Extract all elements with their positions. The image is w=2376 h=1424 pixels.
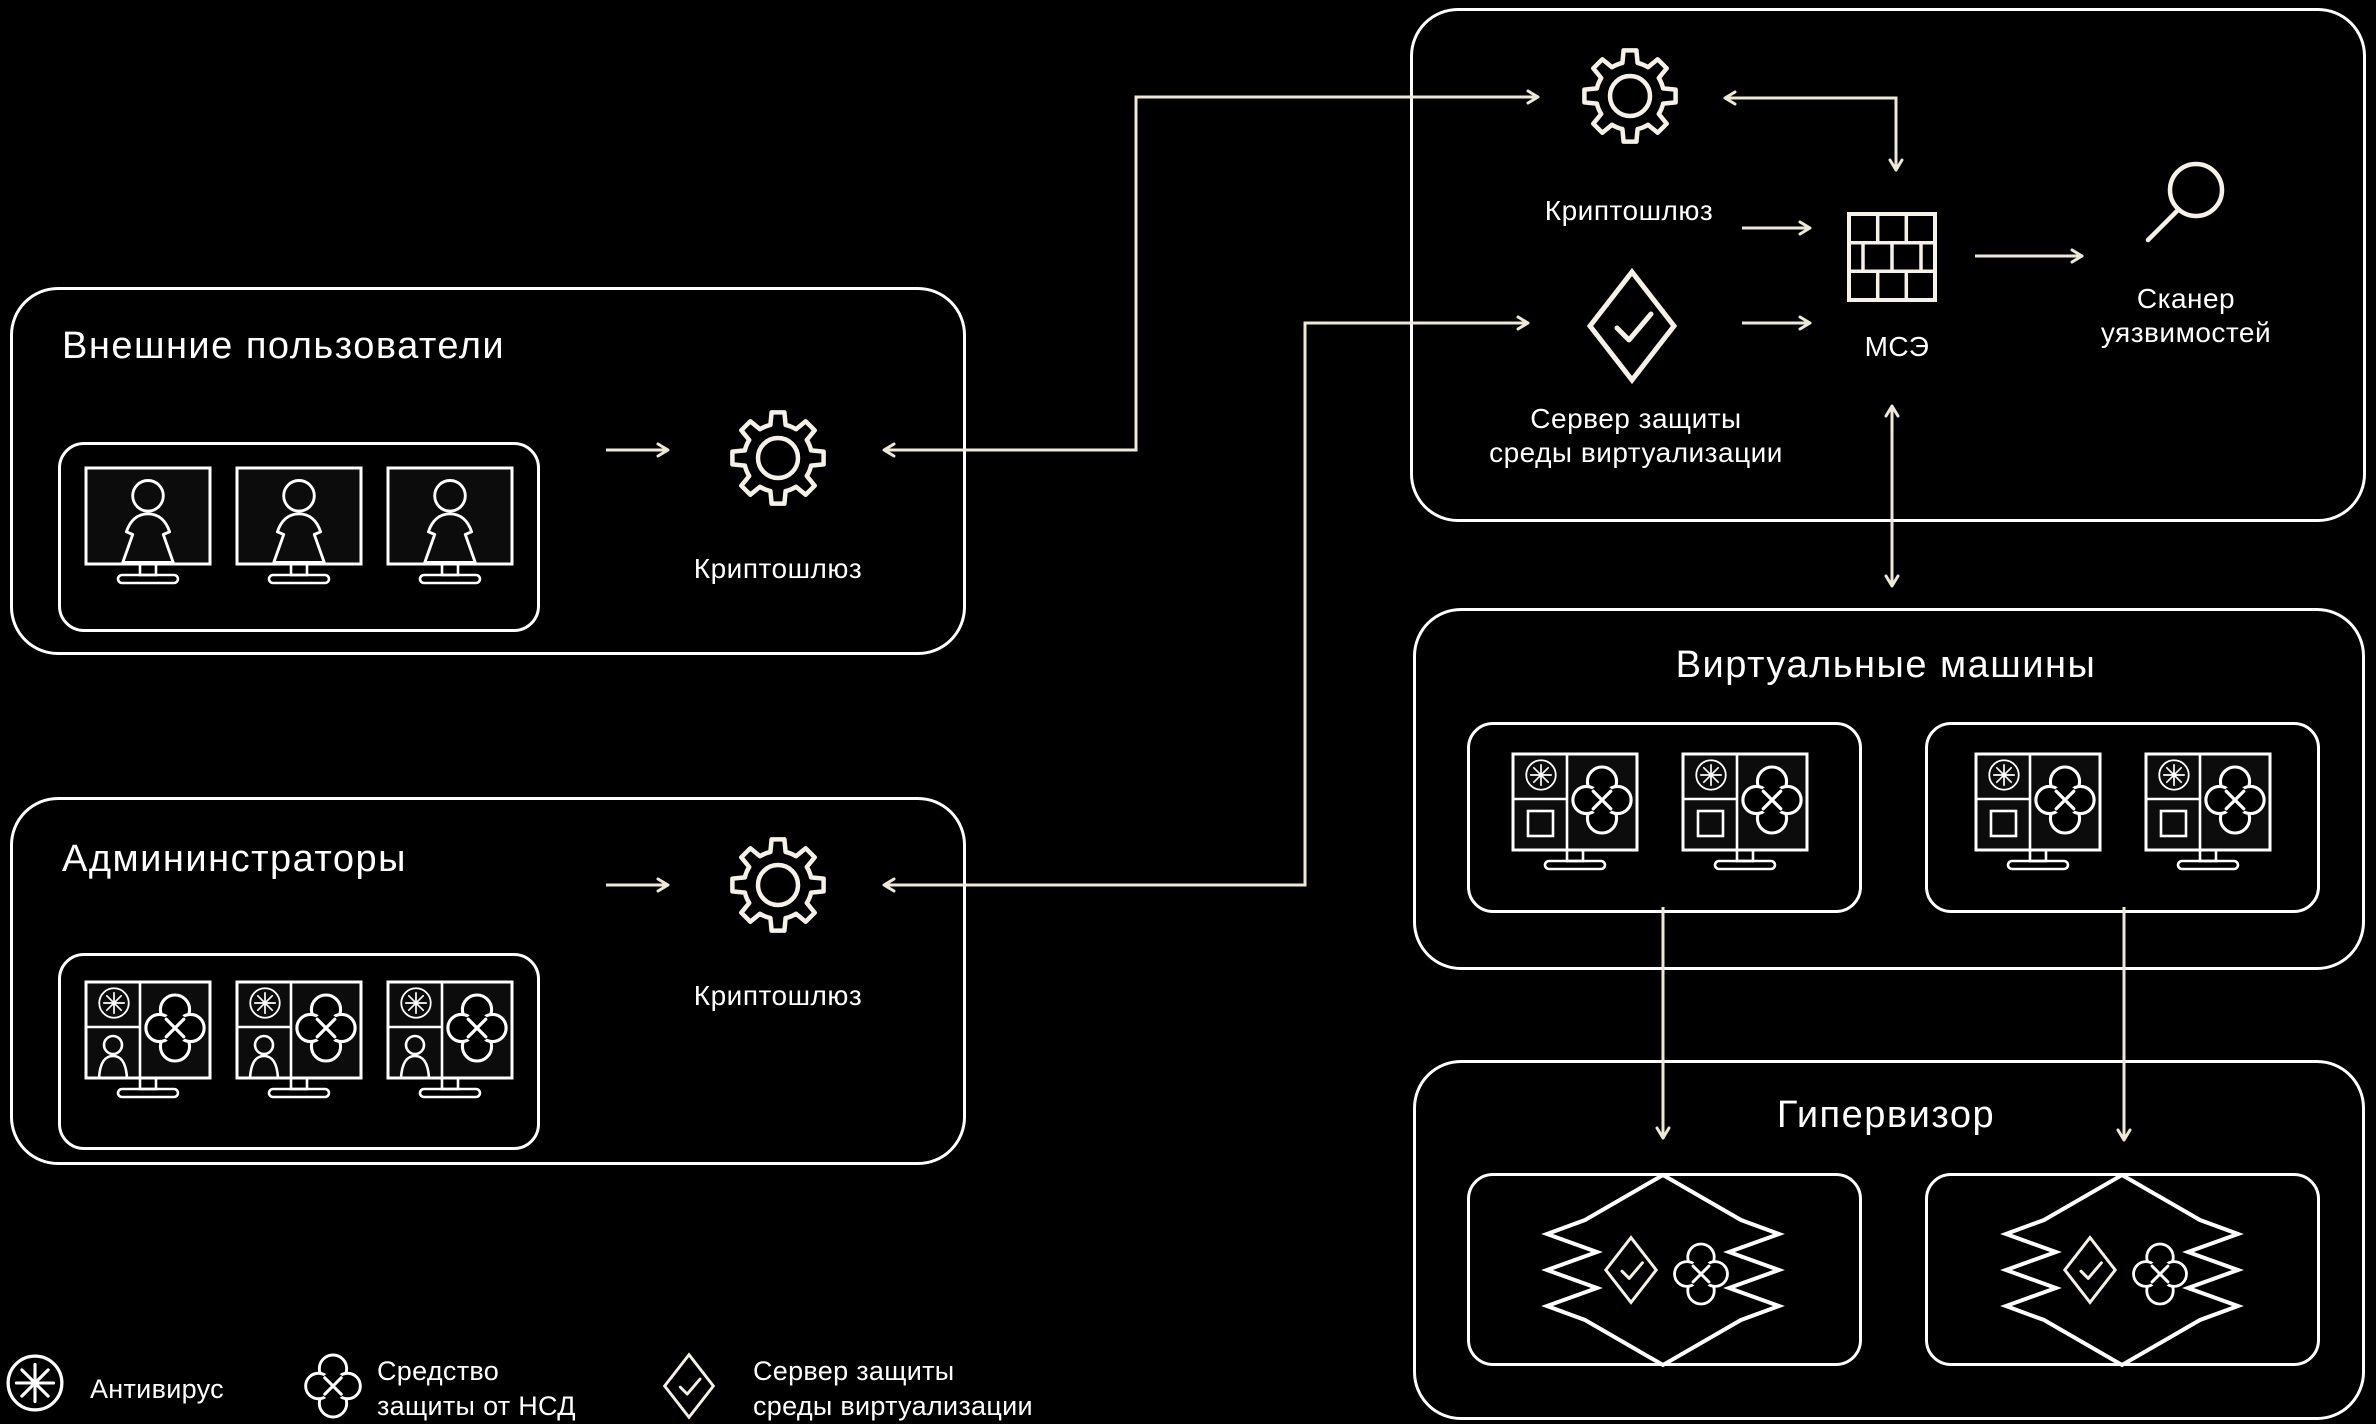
scanner-label-line1: Сканер <box>2136 283 2236 314</box>
legend-nsd-label-line2: защиты от НСД <box>377 1391 576 1422</box>
firewall-icon <box>1847 212 1937 302</box>
administrators-title: Админинстраторы <box>62 838 407 880</box>
legend-server-label: Сервер защиты среды виртуализации <box>753 1354 1033 1424</box>
administrators-workstations-group <box>58 953 540 1150</box>
protection-server-label-line2: среды виртуализации <box>1489 437 1783 469</box>
vulnerability-scanner-label: Сканер уязвимостей <box>2066 282 2306 350</box>
virtual-machine-icon <box>1968 750 2108 878</box>
external-users-title: Внешние пользователи <box>62 325 506 367</box>
protection-server-label: Сервер защиты среды виртуализации <box>1476 402 1796 470</box>
hypervisor-protection-icon <box>1997 1170 2247 1370</box>
virtualization-protection-server-icon <box>660 1350 718 1422</box>
external-users-workstations-group <box>58 442 540 632</box>
external-user-workstation-icon <box>380 464 520 592</box>
external-user-workstation-icon <box>78 464 218 592</box>
admin-workstation-icon <box>78 978 218 1106</box>
legend-server-label-line2: среды виртуализации <box>753 1391 1033 1422</box>
virtual-machines-title: Виртуальные машины <box>1675 644 2097 686</box>
legend-nsd-label-line1: Средство <box>377 1356 500 1386</box>
administrators-box <box>10 797 966 1165</box>
crypto-gateway-icon <box>1575 41 1685 151</box>
vulnerability-scanner-icon <box>2138 160 2228 250</box>
crypto-gateway-icon <box>723 830 833 940</box>
admin-workstation-icon <box>229 978 369 1106</box>
legend-server-label-line1: Сервер защиты <box>753 1356 955 1386</box>
virtualization-protection-server-icon <box>1582 264 1682 388</box>
firewall-label: МСЭ <box>1864 331 1930 362</box>
admin-gateway-label: Криптошлюз <box>693 980 863 1011</box>
admin-workstation-icon <box>380 978 520 1106</box>
virtual-machine-icon <box>1505 750 1645 878</box>
virtual-machine-icon <box>1675 750 1815 878</box>
legend-nsd-label: Средство защиты от НСД <box>377 1354 576 1424</box>
hypervisor-protection-icon <box>1538 1170 1788 1370</box>
protection-server-label-line1: Сервер защиты <box>1530 403 1742 434</box>
legend-antivirus-label: Антивирус <box>90 1374 224 1404</box>
antivirus-icon <box>4 1352 66 1414</box>
hypervisor-box <box>1413 1060 2365 1420</box>
external-user-workstation-icon <box>229 464 369 592</box>
security-gateway-label: Криптошлюз <box>1544 195 1714 226</box>
nsd-protection-icon <box>302 1348 364 1424</box>
scanner-label-line2: уязвимостей <box>2100 317 2272 349</box>
external-gateway-label: Криптошлюз <box>693 553 863 584</box>
hypervisor-title: Гипервизор <box>1776 1094 1996 1136</box>
virtual-machine-icon <box>2138 750 2278 878</box>
crypto-gateway-icon <box>723 403 833 513</box>
